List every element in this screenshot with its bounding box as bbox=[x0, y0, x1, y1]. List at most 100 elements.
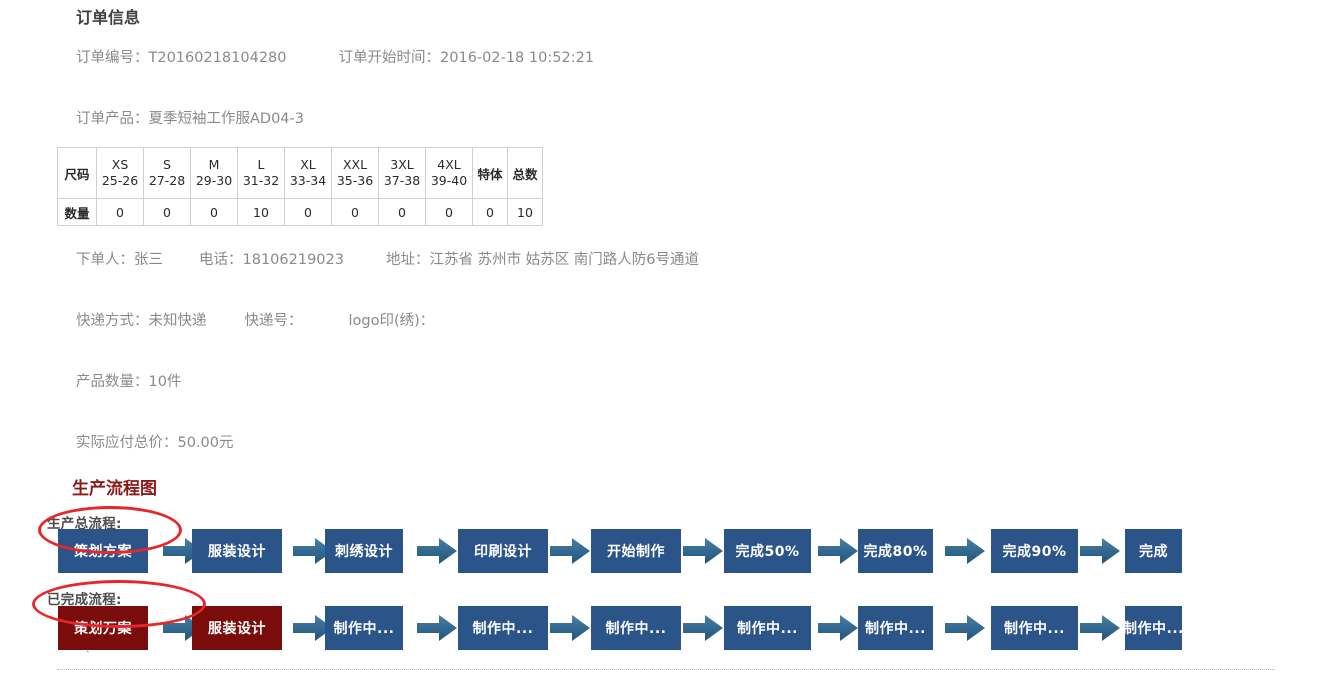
size-range: 25-26 bbox=[101, 173, 139, 188]
size-range: 35-36 bbox=[336, 173, 374, 188]
address-label: 地址： bbox=[385, 252, 430, 268]
flow-step-label: 制作中... bbox=[1004, 621, 1065, 637]
phone-value: 18106219023 bbox=[242, 252, 344, 268]
size-name: L bbox=[257, 157, 265, 172]
order-info-section-title: 订单信息 bbox=[76, 8, 141, 27]
quantity-l: 10 bbox=[237, 198, 285, 226]
size-row-header: 尺码 bbox=[57, 147, 97, 199]
size-col-s: S 27-28 bbox=[143, 147, 191, 199]
flow-step-box[interactable]: 策划万案 bbox=[58, 606, 148, 650]
quantity-3xl: 0 bbox=[378, 198, 426, 226]
right-arrow-icon bbox=[293, 613, 333, 643]
flow-step-box[interactable]: 制作中... bbox=[724, 606, 811, 650]
quantity-xs: 0 bbox=[96, 198, 144, 226]
flow-step-box[interactable]: 制作中... bbox=[325, 606, 403, 650]
flow-step-box[interactable]: 服装设计 bbox=[192, 606, 282, 650]
express-row: 快递方式：未知快递快递号：logo印(绣)： bbox=[76, 312, 434, 330]
quantity-s: 0 bbox=[143, 198, 191, 226]
size-quantity-table: 尺码 XS 25-26 S 27-28 M 29-30 L 31-32 bbox=[57, 147, 543, 226]
size-name: S bbox=[163, 157, 171, 172]
flow-step-box[interactable]: 制作中... bbox=[991, 606, 1078, 650]
right-arrow-icon bbox=[818, 536, 858, 566]
quantity-m: 0 bbox=[190, 198, 238, 226]
order-number-value: T20160218104280 bbox=[148, 50, 287, 66]
right-arrow-icon bbox=[417, 536, 457, 566]
flow-step-label: 服装设计 bbox=[208, 621, 266, 637]
flow-step-box[interactable]: 服装设计 bbox=[192, 529, 282, 573]
flow-step-box[interactable]: 完成80% bbox=[858, 529, 933, 573]
logo-print-label: logo印(绣)： bbox=[348, 313, 435, 329]
size-range: 31-32 bbox=[242, 173, 280, 188]
flow-total-label: 生产总流程: bbox=[47, 516, 122, 532]
flow-step-label: 开始制作 bbox=[607, 544, 665, 560]
phone-label: 电话： bbox=[199, 252, 243, 268]
flow-step-label: 印刷设计 bbox=[474, 544, 532, 560]
production-flow-section-title: 生产流程图 bbox=[72, 479, 157, 499]
size-range: 27-28 bbox=[148, 173, 186, 188]
flow-step-label: 制作中... bbox=[737, 621, 798, 637]
flow-step-box[interactable]: 印刷设计 bbox=[458, 529, 548, 573]
flow-done-label: 已完成流程: bbox=[47, 592, 122, 608]
right-arrow-icon bbox=[818, 613, 858, 643]
flow-step-label: 服装设计 bbox=[208, 544, 266, 560]
product-quantity-label: 产品数量： bbox=[76, 374, 149, 390]
order-start-time-label: 订单开始时间： bbox=[338, 50, 441, 66]
flow-step-label: 完成50% bbox=[735, 544, 800, 560]
flow-step-box[interactable]: 刺绣设计 bbox=[325, 529, 403, 573]
bottom-divider bbox=[57, 669, 1275, 670]
quantity-total: 10 bbox=[507, 198, 543, 226]
size-range: 37-38 bbox=[383, 173, 421, 188]
size-col-xs: XS 25-26 bbox=[96, 147, 144, 199]
total-price-value: 50.00元 bbox=[177, 435, 234, 451]
size-col-total: 总数 bbox=[507, 147, 543, 199]
order-start-time-value: 2016-02-18 10:52:21 bbox=[440, 50, 595, 66]
right-arrow-icon bbox=[683, 536, 723, 566]
product-quantity-row: 产品数量：10件 bbox=[76, 373, 181, 391]
flow-step-box[interactable]: 完成50% bbox=[724, 529, 811, 573]
order-product-label: 订单产品： bbox=[76, 111, 149, 127]
buyer-label: 下单人： bbox=[76, 252, 134, 268]
right-arrow-icon bbox=[550, 536, 590, 566]
size-range: 39-40 bbox=[430, 173, 468, 188]
right-arrow-icon bbox=[293, 536, 333, 566]
quantity-xxl: 0 bbox=[331, 198, 379, 226]
right-arrow-icon bbox=[417, 613, 457, 643]
flow-step-box[interactable]: 制作中... bbox=[458, 606, 548, 650]
product-quantity-value: 10件 bbox=[148, 374, 182, 390]
size-range: 33-34 bbox=[289, 173, 327, 188]
express-method-value: 未知快递 bbox=[148, 313, 207, 329]
size-col-m: M 29-30 bbox=[190, 147, 238, 199]
express-number-label: 快递号： bbox=[244, 313, 303, 329]
flow-step-label: 制作中... bbox=[605, 621, 667, 637]
flow-step-box[interactable]: 制作中... bbox=[1123, 606, 1183, 650]
table-row-quantity: 数量 0 0 0 10 0 0 0 0 0 10 bbox=[57, 198, 543, 226]
size-name: 4XL bbox=[437, 157, 461, 172]
flow-step-label: 刺绣设计 bbox=[335, 544, 393, 560]
size-name: XXL bbox=[342, 157, 368, 172]
right-arrow-icon bbox=[1080, 613, 1120, 643]
flow-step-label: 制作中... bbox=[865, 621, 926, 637]
size-name: XS bbox=[111, 157, 129, 172]
flow-step-box[interactable]: 完成90% bbox=[991, 529, 1078, 573]
size-name: M bbox=[208, 157, 220, 172]
flow-step-label: 完成 bbox=[1139, 544, 1168, 560]
flow-step-label: 制作中... bbox=[472, 621, 534, 637]
size-name: 3XL bbox=[390, 157, 414, 172]
size-col-xxl: XXL 35-36 bbox=[331, 147, 379, 199]
order-number-label: 订单编号： bbox=[76, 50, 149, 66]
order-product-value: 夏季短袖工作服AD04-3 bbox=[148, 111, 305, 127]
order-product-row: 订单产品：夏季短袖工作服AD04-3 bbox=[76, 110, 304, 128]
quantity-special: 0 bbox=[472, 198, 508, 226]
flow-step-label: 策划方案 bbox=[74, 544, 132, 560]
flow-step-box[interactable]: 完成 bbox=[1125, 529, 1182, 573]
right-arrow-icon bbox=[550, 613, 590, 643]
flow-step-box[interactable]: 开始制作 bbox=[591, 529, 681, 573]
size-col-3xl: 3XL 37-38 bbox=[378, 147, 426, 199]
flow-step-box[interactable]: 策划方案 bbox=[58, 529, 148, 573]
stray-mark: ` bbox=[86, 651, 91, 661]
flow-step-box[interactable]: 制作中... bbox=[591, 606, 681, 650]
size-col-xl: XL 33-34 bbox=[284, 147, 332, 199]
flow-step-box[interactable]: 制作中... bbox=[858, 606, 933, 650]
size-name: XL bbox=[300, 157, 316, 172]
